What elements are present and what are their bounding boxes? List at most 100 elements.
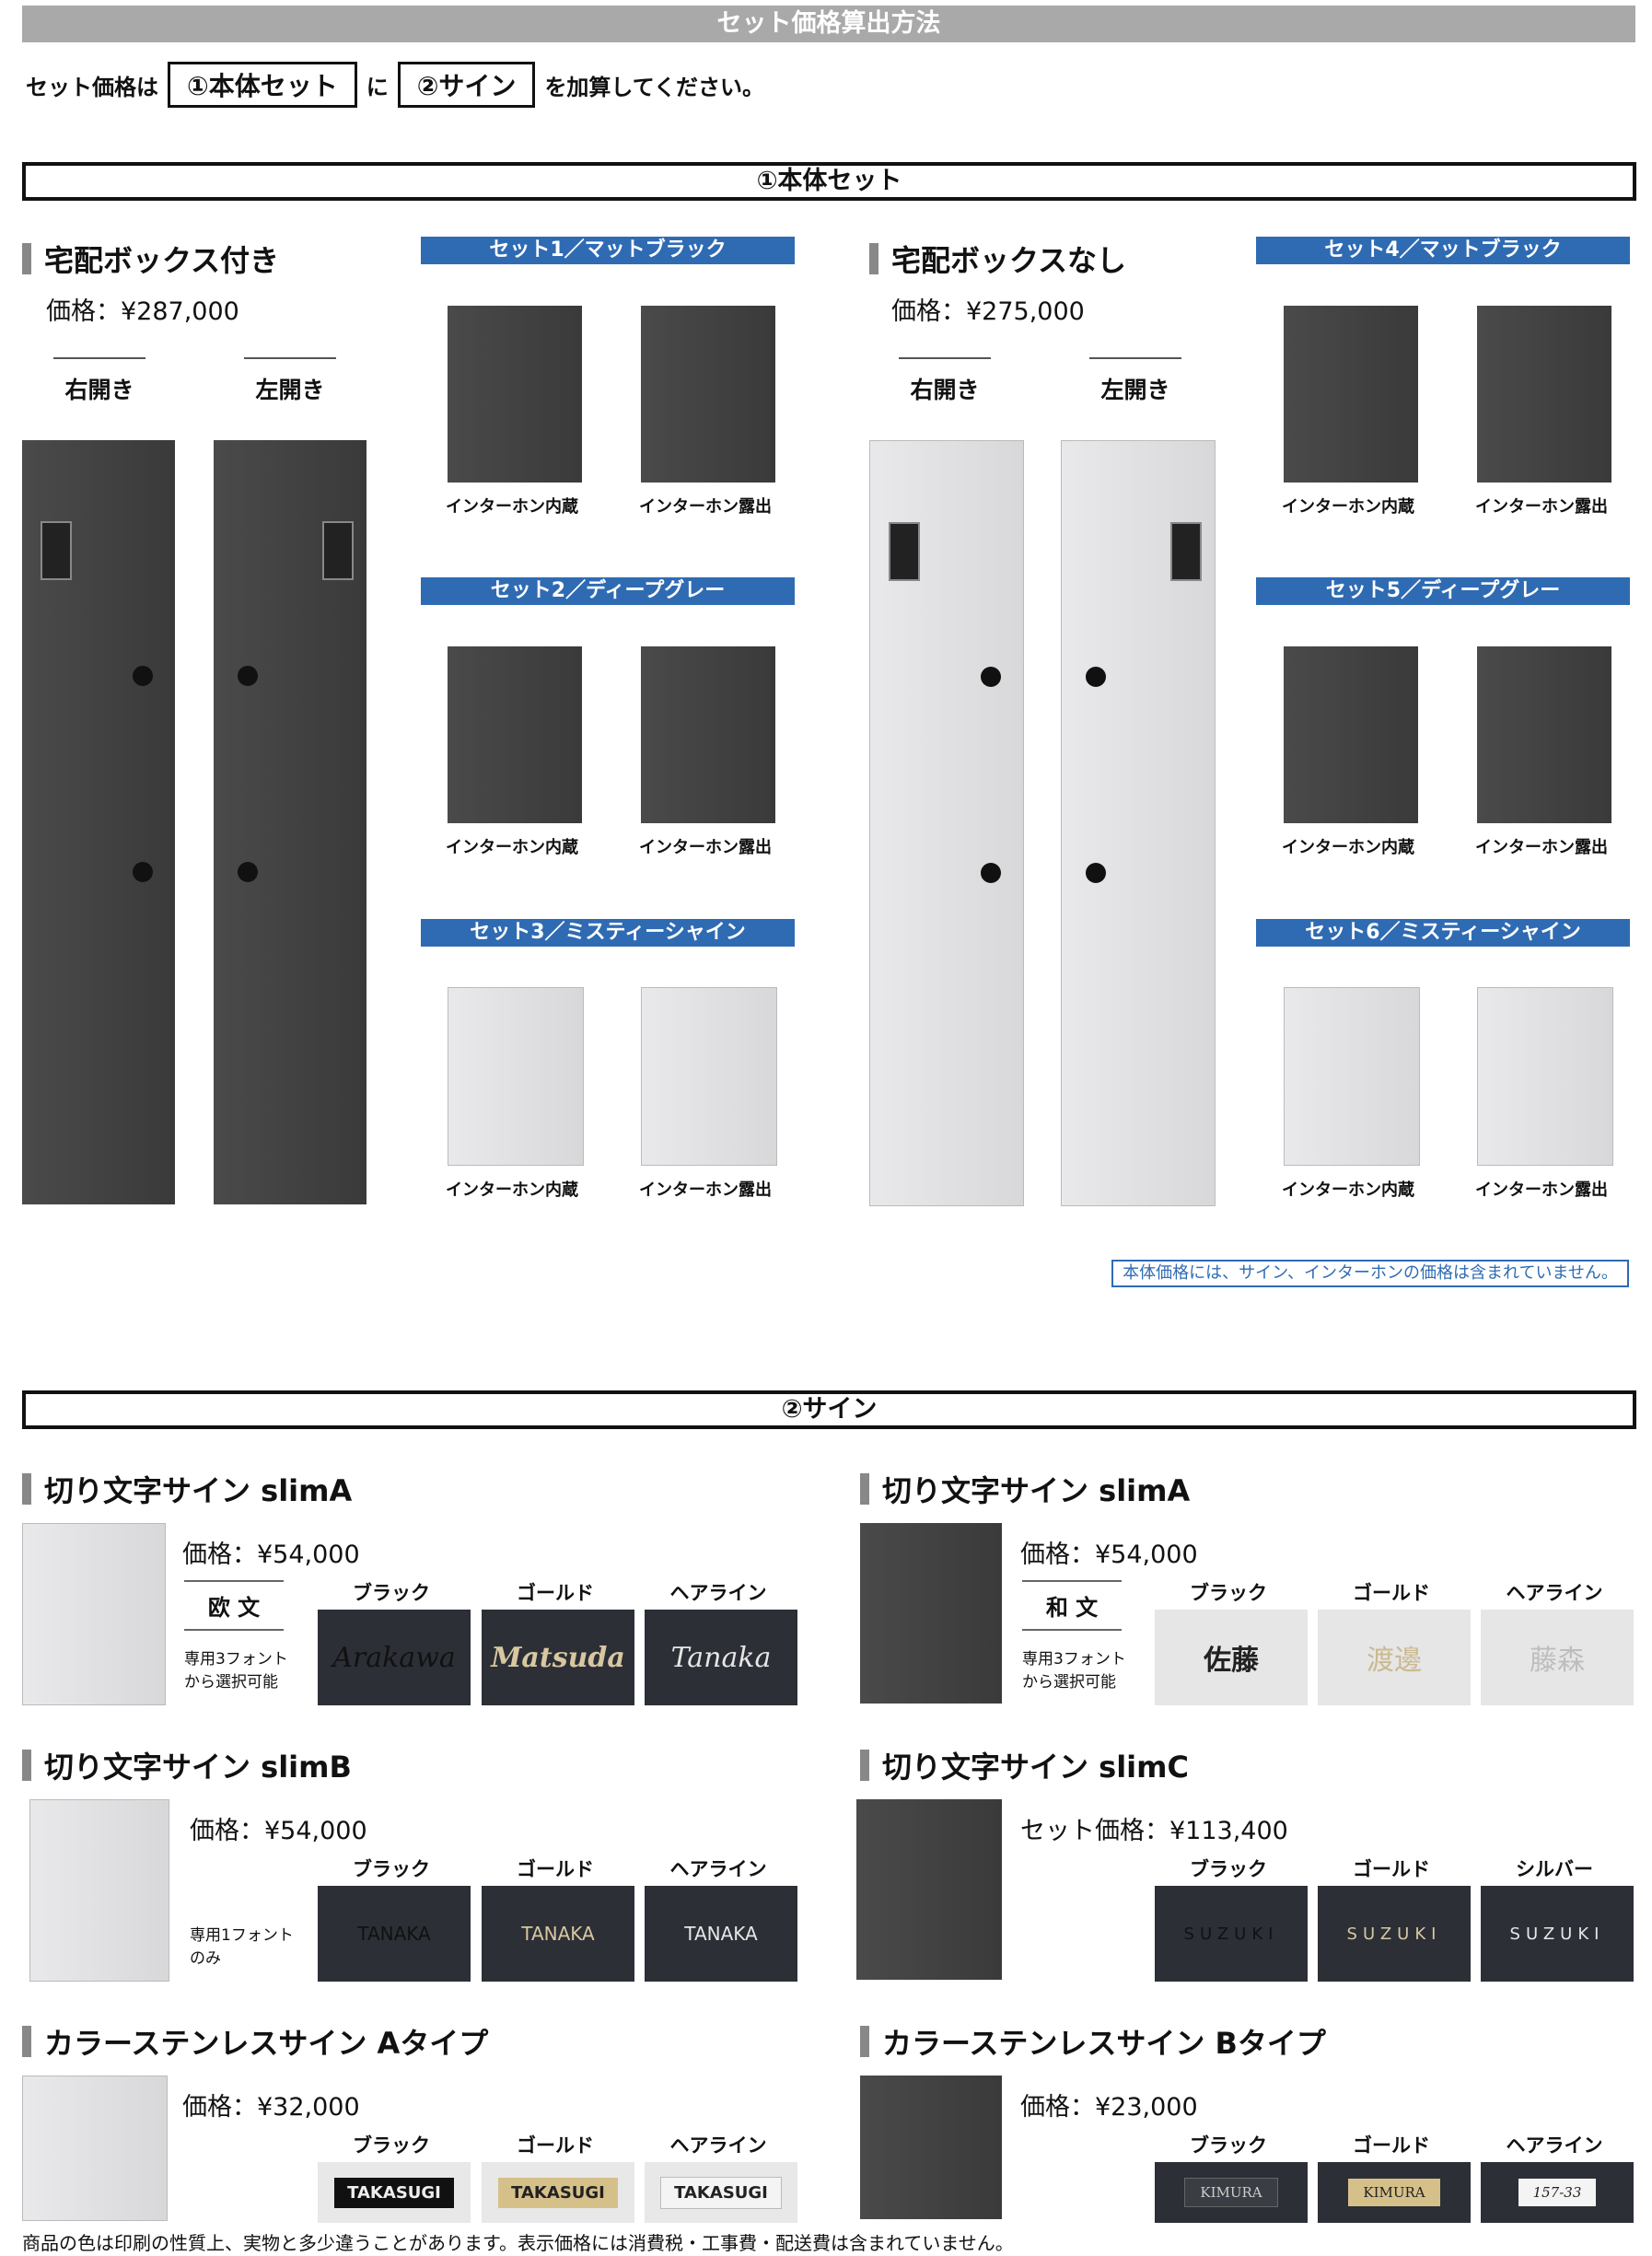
label-right-open: 右開き	[899, 357, 991, 405]
product-column-light-left	[1061, 440, 1216, 1206]
knob-icon	[133, 862, 153, 882]
swatch-label: ヘアライン	[669, 2134, 767, 2157]
swatch-slimC-silver: SUZUKI	[1481, 1886, 1634, 1982]
sign-photo-slimC	[856, 1799, 1002, 1980]
swatch-slimA-jp-gold: 渡邊	[1318, 1610, 1471, 1705]
caption-exposed: インターホン露出	[639, 1180, 772, 1200]
caption-built-in: インターホン内蔵	[1282, 497, 1414, 517]
swatch-label: ヘアライン	[669, 1858, 767, 1880]
thumb-set5-exposed	[1477, 646, 1611, 823]
caption-exposed: インターホン露出	[639, 497, 772, 517]
price-colorB: 価格：¥23,000	[1020, 2093, 1198, 2122]
price-colorA: 価格：¥32,000	[182, 2093, 360, 2122]
price-exclusion-note: 本体価格には、サイン、インターホンの価格は含まれていません。	[1111, 1260, 1629, 1287]
price-with-box: 価格：¥287,000	[46, 297, 239, 326]
sign-photo-colorB	[860, 2076, 1002, 2219]
section-title-sign: ②サイン	[22, 1390, 1636, 1429]
plate-gold: KIMURA	[1348, 2179, 1440, 2206]
section-title-main-set: ①本体セット	[22, 162, 1636, 201]
font-note-line-1: 専用3フォント	[184, 1650, 288, 1669]
label-left-open: 左開き	[244, 357, 336, 405]
set-label-6: セット6／ミスティーシャイン	[1256, 919, 1630, 947]
swatch-label: ヘアライン	[669, 1582, 767, 1604]
swatch-label: ゴールド	[517, 1582, 594, 1604]
formula-box-sign: ②サイン	[397, 62, 536, 108]
swatch-label: ゴールド	[1353, 1858, 1430, 1880]
swatch-colorB-hairline: 157-33	[1481, 2162, 1634, 2223]
swatch-colorA-black: TAKASUGI	[318, 2162, 471, 2223]
sign-photo-colorA	[22, 2076, 168, 2221]
thumb-set2-exposed	[641, 646, 775, 823]
swatch-slimA-en-black: Arakawa	[318, 1610, 471, 1705]
set-label-4: セット4／マットブラック	[1256, 237, 1630, 264]
formula-box-main-set: ①本体セット	[168, 62, 357, 108]
swatch-colorB-black: KIMURA	[1155, 2162, 1308, 2223]
plate-hairline: TAKASUGI	[660, 2176, 782, 2209]
set-label-3: セット3／ミスティーシャイン	[421, 919, 795, 947]
swatch-slimA-en-hairline: Tanaka	[645, 1610, 797, 1705]
formula-joiner: に	[366, 74, 389, 100]
heading-colorB: カラーステンレスサイン Bタイプ	[860, 2020, 1326, 2063]
price-without-box: 価格：¥275,000	[891, 297, 1085, 326]
price-slimB: 価格：¥54,000	[190, 1817, 367, 1845]
heading-with-box: 宅配ボックス付き	[22, 238, 279, 280]
intercom-icon	[41, 521, 72, 580]
swatch-slimA-jp-hairline: 藤森	[1481, 1610, 1634, 1705]
sign-photo-slimB	[29, 1799, 169, 1982]
knob-icon	[981, 667, 1001, 687]
caption-exposed: インターホン露出	[1475, 1180, 1608, 1200]
heading-slimA-jp: 切り文字サイン slimA	[860, 1468, 1190, 1510]
swatch-colorA-hairline: TAKASUGI	[645, 2162, 797, 2223]
price-slimC: セット価格：¥113,400	[1020, 1817, 1288, 1845]
set-label-5: セット5／ディープグレー	[1256, 577, 1630, 605]
knob-icon	[238, 666, 258, 686]
set-label-2: セット2／ディープグレー	[421, 577, 795, 605]
thumb-set3-exposed	[641, 987, 777, 1166]
label-left-open: 左開き	[1089, 357, 1181, 405]
sign-photo-slimA-jp	[860, 1523, 1002, 1704]
heading-slimA-en: 切り文字サイン slimA	[22, 1468, 352, 1510]
swatch-label: ブラック	[1190, 1858, 1267, 1880]
thumb-set2-built-in	[448, 646, 582, 823]
swatch-slimA-en-gold: Matsuda	[482, 1610, 634, 1705]
caption-built-in: インターホン内蔵	[446, 497, 578, 517]
swatch-label: ブラック	[1190, 2134, 1267, 2157]
swatch-label: シルバー	[1516, 1858, 1593, 1880]
kind-label: 欧 文	[184, 1580, 284, 1631]
font-note-line-2: から選択可能	[1022, 1673, 1116, 1692]
font-note: 専用3フォント から選択可能	[1022, 1648, 1126, 1694]
swatch-slimB-gold: TANAKA	[482, 1886, 634, 1982]
swatch-slimC-gold: SUZUKI	[1318, 1886, 1471, 1982]
product-column-dark-right	[22, 440, 175, 1204]
font-note-line-2: のみ	[190, 1949, 221, 1968]
heading-slimC: 切り文字サイン slimC	[860, 1744, 1189, 1786]
thumb-set4-built-in	[1284, 306, 1418, 483]
swatch-colorB-gold: KIMURA	[1318, 2162, 1471, 2223]
intercom-icon	[889, 522, 920, 581]
swatch-slimA-jp-black: 佐藤	[1155, 1610, 1308, 1705]
thumb-set5-built-in	[1284, 646, 1418, 823]
product-column-dark-left	[214, 440, 366, 1204]
swatch-slimB-hairline: TANAKA	[645, 1886, 797, 1982]
swatch-label: ブラック	[353, 1858, 430, 1880]
caption-exposed: インターホン露出	[1475, 497, 1608, 517]
sign-photo-slimA-en	[22, 1523, 166, 1705]
price-formula: セット価格は ①本体セット に ②サイン を加算してください。	[26, 62, 764, 108]
plate-hairline: 157-33	[1518, 2179, 1597, 2206]
swatch-slimB-black: TANAKA	[318, 1886, 471, 1982]
knob-icon	[1086, 667, 1106, 687]
plate-gold: TAKASUGI	[498, 2177, 618, 2208]
price-slimA-en: 価格：¥54,000	[182, 1541, 360, 1569]
thumb-set4-exposed	[1477, 306, 1611, 483]
plate-black: TAKASUGI	[334, 2177, 454, 2208]
intercom-icon	[322, 521, 354, 580]
caption-built-in: インターホン内蔵	[446, 1180, 578, 1200]
heading-slimB: 切り文字サイン slimB	[22, 1744, 352, 1786]
label-right-open: 右開き	[53, 357, 145, 405]
caption-built-in: インターホン内蔵	[446, 838, 578, 857]
knob-icon	[981, 863, 1001, 883]
swatch-label: ゴールド	[1353, 1582, 1430, 1604]
swatch-label: ゴールド	[517, 1858, 594, 1880]
font-note-line-1: 専用3フォント	[1022, 1650, 1126, 1669]
formula-suffix: を加算してください。	[544, 74, 764, 100]
